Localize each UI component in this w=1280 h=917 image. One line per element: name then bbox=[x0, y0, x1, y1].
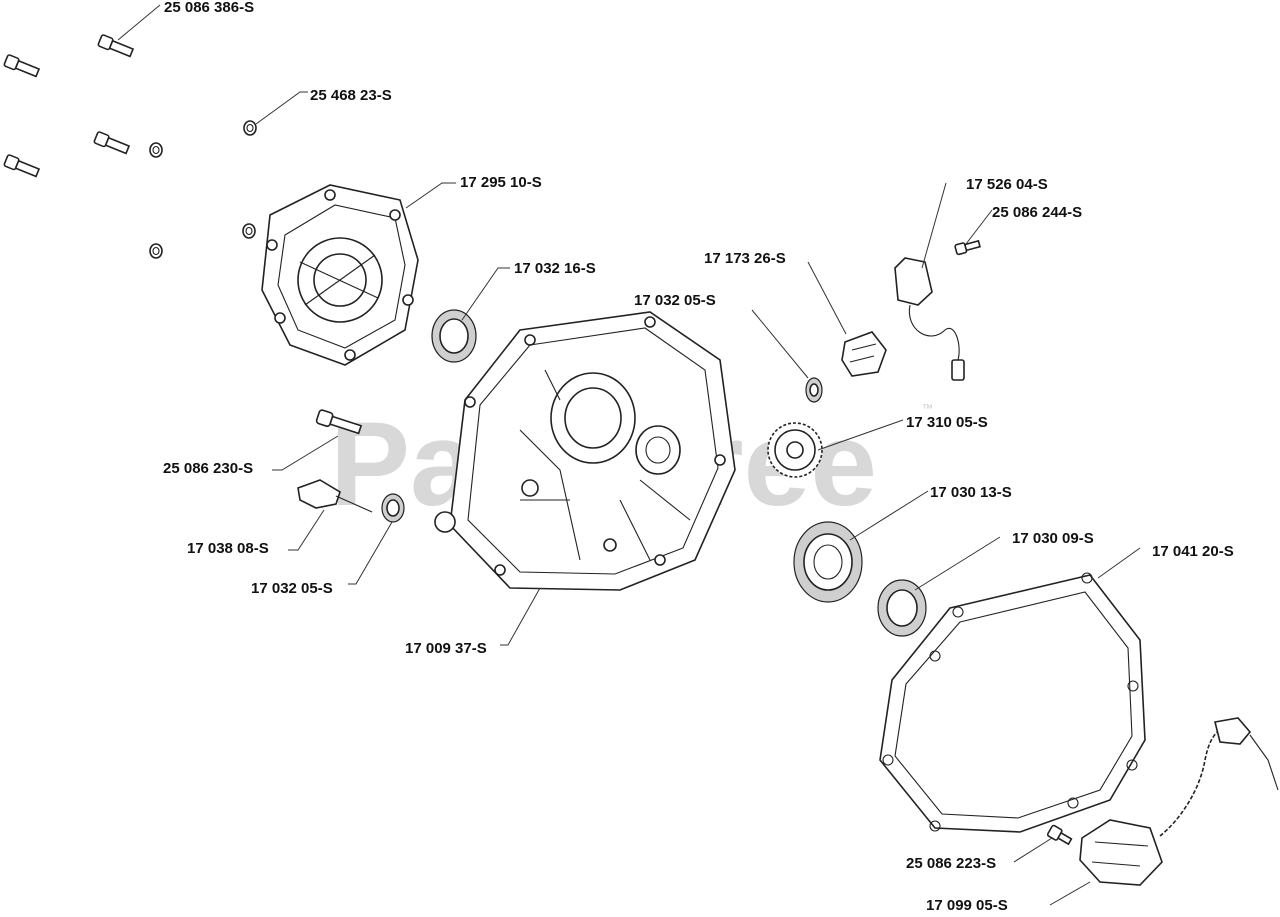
sensor-17-173-26[interactable] bbox=[841, 331, 887, 377]
screw-25-086-244[interactable] bbox=[954, 239, 981, 256]
callout-17-030-09[interactable]: 17 030 09-S bbox=[1012, 530, 1094, 547]
callout-17-030-13[interactable]: 17 030 13-S bbox=[930, 484, 1012, 501]
callout-25-086-386[interactable]: 25 086 386-S bbox=[164, 0, 254, 16]
ignition-coil-17-099-05[interactable] bbox=[1079, 717, 1279, 886]
callout-25-086-230[interactable]: 25 086 230-S bbox=[163, 460, 253, 477]
switch-17-526-04[interactable] bbox=[894, 257, 965, 381]
callout-25-468-23[interactable]: 25 468 23-S bbox=[310, 87, 392, 104]
callout-17-295-10[interactable]: 17 295 10-S bbox=[460, 174, 542, 191]
callout-17-099-05[interactable]: 17 099 05-S bbox=[926, 897, 1008, 914]
callout-25-086-223[interactable]: 25 086 223-S bbox=[906, 855, 996, 872]
bearing-17-030-13[interactable] bbox=[793, 521, 863, 603]
leader-lines bbox=[117, 4, 1141, 906]
callout-17-526-04[interactable]: 17 526 04-S bbox=[966, 176, 1048, 193]
washer-25-468-23[interactable] bbox=[149, 120, 257, 259]
gear-17-310-05[interactable] bbox=[767, 422, 823, 478]
callout-17-032-05-right[interactable]: 17 032 05-S bbox=[634, 292, 716, 309]
callout-17-041-20[interactable]: 17 041 20-S bbox=[1152, 543, 1234, 560]
callout-17-038-08[interactable]: 17 038 08-S bbox=[187, 540, 269, 557]
dipstick-17-038-08[interactable] bbox=[297, 479, 373, 513]
callout-17-310-05[interactable]: 17 310 05-S bbox=[906, 414, 988, 431]
watermark-trademark: ™ bbox=[922, 403, 933, 415]
callout-17-173-26[interactable]: 17 173 26-S bbox=[704, 250, 786, 267]
callout-17-032-05-left[interactable]: 17 032 05-S bbox=[251, 580, 333, 597]
callout-labels: 25 086 386-S 25 468 23-S 17 295 10-S 17 … bbox=[163, 0, 1234, 914]
flange-housing-17-295-10[interactable] bbox=[261, 184, 419, 366]
oil-seal-17-032-16[interactable] bbox=[431, 309, 477, 363]
screw-25-086-223[interactable] bbox=[1046, 824, 1073, 847]
washer-17-032-05-right[interactable] bbox=[805, 377, 823, 403]
callout-17-009-37[interactable]: 17 009 37-S bbox=[405, 640, 487, 657]
callout-17-032-16[interactable]: 17 032 16-S bbox=[514, 260, 596, 277]
bolt-25-086-230[interactable] bbox=[315, 409, 363, 436]
bolt-25-086-386[interactable] bbox=[3, 34, 135, 178]
o-ring-17-032-05-left[interactable] bbox=[381, 493, 405, 523]
oil-seal-17-030-09[interactable] bbox=[877, 579, 927, 637]
gasket-17-041-20[interactable] bbox=[879, 572, 1146, 833]
callout-25-086-244[interactable]: 25 086 244-S bbox=[992, 204, 1082, 221]
crankcase-cover-17-009-37[interactable] bbox=[434, 311, 736, 591]
